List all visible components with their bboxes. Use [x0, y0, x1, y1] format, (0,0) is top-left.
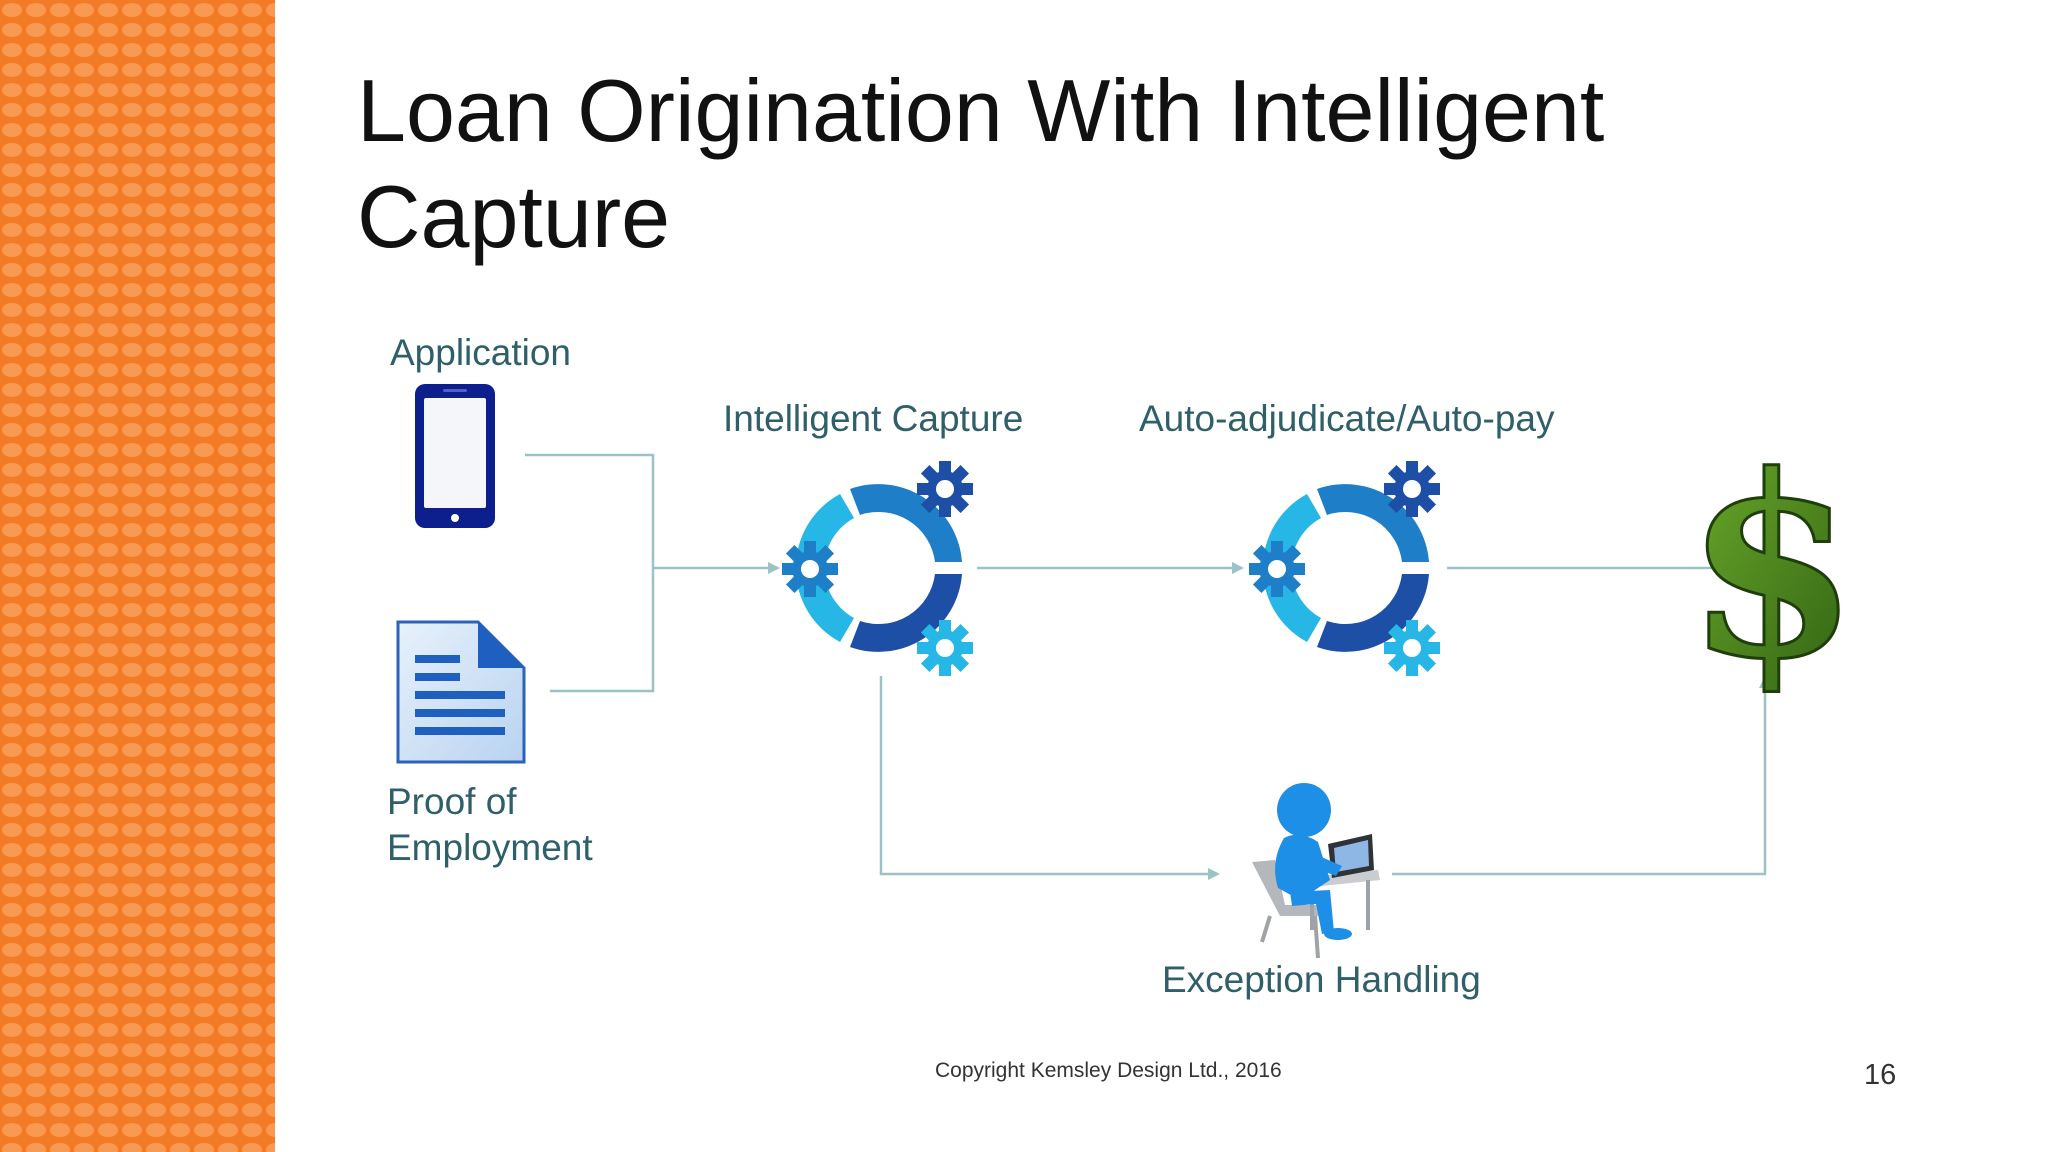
arrow-to-exception	[879, 676, 1220, 880]
intelligent-capture-label: Intelligent Capture	[723, 398, 1024, 439]
sidebar-pattern	[0, 0, 275, 1152]
slide-title: Loan Origination With Intelligent Captur…	[357, 61, 1605, 266]
document-icon	[396, 620, 526, 764]
gears-cycle-icon-capture	[782, 461, 973, 676]
connector-proof	[550, 568, 655, 693]
dollar-sign-icon: $	[1684, 419, 1861, 716]
arrow-exception-to-dollar	[1392, 676, 1771, 876]
exception-handling-label: Exception Handling	[1162, 959, 1481, 1000]
svg-text:$: $	[1685, 420, 1859, 714]
slide-canvas	[275, 0, 2048, 1152]
gears-cycle-icon-auto	[1249, 461, 1440, 676]
person-at-laptop-icon	[1252, 783, 1380, 959]
auto-adjudicate-label: Auto-adjudicate/Auto-pay	[1139, 398, 1555, 439]
connector-lines	[525, 453, 1771, 880]
orange-sidebar	[0, 0, 275, 1152]
connector-application	[525, 453, 655, 568]
application-label: Application	[390, 332, 572, 373]
mobile-phone-icon	[415, 384, 495, 528]
copyright-footer: Copyright Kemsley Design Ltd., 2016	[935, 1059, 1282, 1082]
proof-of-employment-label: Proof of Employment	[387, 781, 593, 868]
page-number: 16	[1864, 1059, 1897, 1091]
